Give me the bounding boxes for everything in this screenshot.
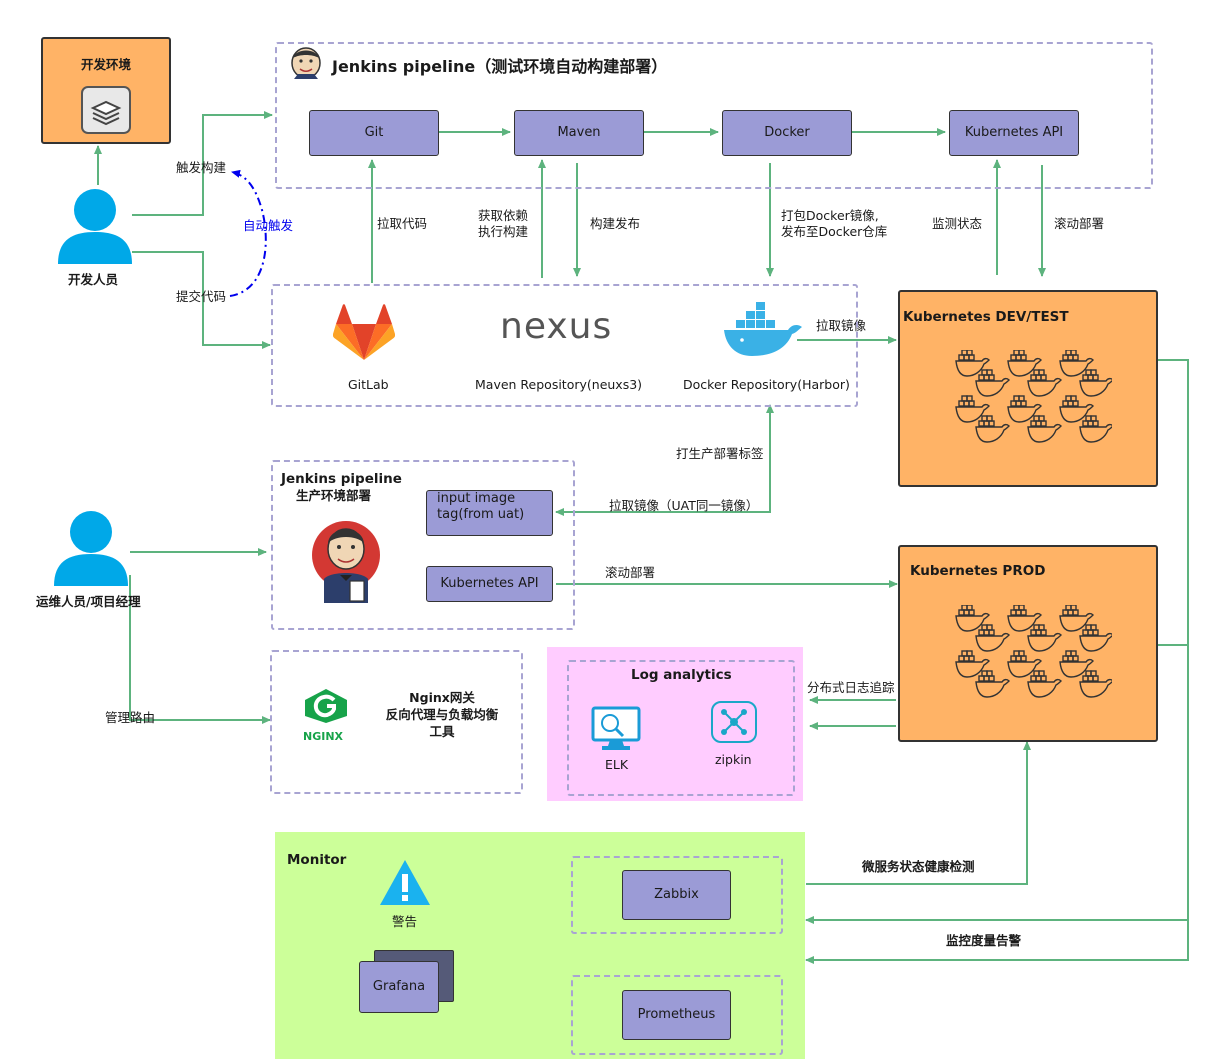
k8s-dev-box: Kubernetes DEV/TEST — [898, 290, 1158, 487]
pipeline-prod-title-1: Jenkins pipeline — [281, 471, 402, 487]
nginx-line1: Nginx网关 — [409, 690, 475, 705]
nginx-logo-icon — [305, 689, 347, 723]
log-analytics-group — [567, 660, 795, 796]
zipkin-icon — [711, 701, 757, 743]
edge-auto-trigger — [229, 169, 267, 297]
elk-label: ELK — [605, 757, 629, 772]
docker-whale-icon — [724, 302, 802, 356]
nginx-line2: 反向代理与负载均衡 — [385, 707, 499, 722]
edge-label-auto-trigger: 自动触发 — [243, 218, 294, 233]
input-image-tag-line2: tag(from uat) — [437, 507, 525, 522]
jenkins-butler-icon — [312, 521, 380, 603]
nginx-group — [270, 650, 523, 794]
pipeline-prod-title-2: 生产环境部署 — [296, 488, 372, 503]
edge-label-prod-tag: 打生产部署标签 — [676, 446, 764, 461]
elk-monitor-icon — [591, 706, 641, 750]
edge-metrics-prod — [805, 644, 1189, 924]
prometheus-block: Prometheus — [622, 990, 731, 1040]
edge-label-get-deps-1: 获取依赖 — [478, 208, 529, 223]
log-analytics-panel — [547, 647, 803, 801]
pipeline-test-title: Jenkins pipeline（测试环境自动构建部署） — [332, 57, 668, 76]
k8s-prod-containers-icon — [955, 605, 1112, 698]
edge-label-get-deps-2: 执行构建 — [478, 224, 529, 239]
dev-env-box: 开发环境 — [41, 37, 171, 144]
nexus-label: Maven Repository(neuxs3) — [475, 377, 643, 392]
k8s-prod-title: Kubernetes PROD — [910, 563, 1046, 579]
alert-warning-icon — [380, 860, 430, 905]
edge-label-health-check: 微服务状态健康检测 — [862, 859, 975, 874]
edge-label-pull-image-uat: 拉取镜像（UAT同一镜像） — [609, 498, 759, 513]
zabbix-block: Zabbix — [622, 870, 731, 920]
nginx-line3: 工具 — [429, 724, 455, 739]
edge-commit-code — [132, 251, 271, 349]
stage-docker: Docker — [722, 110, 852, 156]
developer-label: 开发人员 — [68, 272, 119, 287]
gitlab-logo-icon — [333, 304, 395, 360]
input-image-tag-block: input image tag(from uat) — [426, 490, 553, 536]
edge-manage-route — [129, 575, 271, 724]
monitor-title: Monitor — [287, 852, 347, 868]
stage-k8s-api: Kubernetes API — [949, 110, 1079, 156]
developer-avatar-icon — [58, 189, 132, 264]
edge-label-pull-image: 拉取镜像 — [816, 318, 867, 333]
dev-env-title: 开发环境 — [80, 57, 131, 72]
edge-label-pull-code: 拉取代码 — [377, 216, 428, 231]
k8s-prod-box: Kubernetes PROD — [898, 545, 1158, 742]
edge-label-manage-route: 管理路由 — [105, 710, 156, 725]
nginx-logo-text: NGINX — [303, 730, 344, 743]
stage-git: Git — [309, 110, 439, 156]
edge-label-rolling-deploy: 滚动部署 — [1054, 216, 1105, 231]
nexus-logo: nexus — [500, 306, 613, 347]
log-analytics-title: Log analytics — [631, 667, 732, 683]
edge-label-commit-code: 提交代码 — [176, 289, 227, 304]
zipkin-label: zipkin — [715, 752, 752, 767]
docker-repo-label: Docker Repository(Harbor) — [683, 377, 850, 392]
k8s-dev-title: Kubernetes DEV/TEST — [903, 309, 1069, 325]
edge-label-metrics-alert: 监控度量告警 — [946, 933, 1022, 948]
edge-label-build-publish: 构建发布 — [590, 216, 641, 231]
pipeline-prod-group — [271, 460, 575, 630]
edge-label-rolling-deploy-prod: 滚动部署 — [605, 565, 656, 580]
ops-label: 运维人员/项目经理 — [36, 594, 141, 609]
input-image-tag-line1: input image — [437, 491, 516, 506]
edge-label-pack-docker-1: 打包Docker镜像, — [781, 208, 879, 223]
jenkins-icon — [291, 47, 321, 79]
gitlab-label: GitLab — [348, 377, 389, 392]
zabbix-group — [571, 856, 783, 934]
edge-label-monitor-status: 监测状态 — [932, 216, 983, 231]
stage-maven: Maven — [514, 110, 644, 156]
grafana-block: Grafana — [359, 961, 439, 1013]
edge-label-distributed-trace: 分布式日志追踪 — [807, 680, 895, 695]
repos-group — [271, 284, 858, 407]
k8s-dev-containers-icon — [955, 350, 1112, 443]
stack-icon — [81, 86, 131, 134]
pipeline-test-group — [275, 42, 1153, 189]
edge-trigger-build — [132, 111, 273, 216]
edge-health-check — [806, 741, 1031, 885]
edge-label-trigger-build: 触发构建 — [176, 160, 227, 175]
prometheus-group — [571, 975, 783, 1055]
prod-k8s-api-block: Kubernetes API — [426, 566, 553, 602]
edge-label-pack-docker-2: 发布至Docker仓库 — [781, 224, 888, 239]
ops-avatar-icon — [54, 511, 128, 586]
alert-label: 警告 — [392, 914, 418, 929]
